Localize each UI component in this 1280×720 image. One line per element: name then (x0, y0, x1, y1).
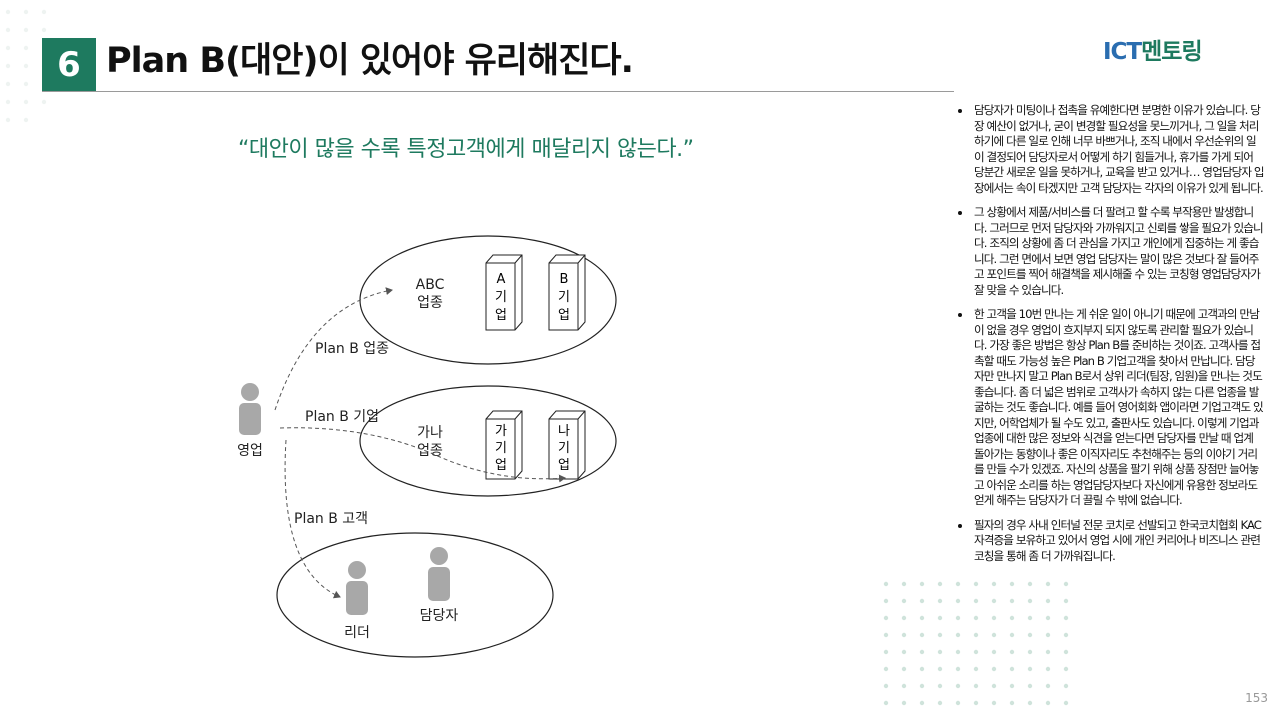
person-icon-manager (428, 547, 450, 601)
leader-label: 리더 (344, 625, 370, 641)
page-title: Plan B(대안)이 있어야 유리해진다. (106, 41, 634, 81)
box-ga-char3: 업 (495, 458, 507, 473)
manager-label: 담당자 (420, 608, 459, 624)
plan-b-diagram: ABC 업종 A 기 업 B 기 업 가나 업종 가 기 업 나 기 업 리더 (237, 235, 617, 658)
arrow-label-company: Plan B 기업 (305, 409, 379, 425)
person-icon-sales (239, 383, 261, 435)
industry-ellipse-ganada (359, 385, 617, 497)
bullet-item: 그 상황에서 제품/서비스를 더 팔려고 할 수록 부작용만 발생합니다. 그러… (972, 205, 1264, 298)
title-divider (42, 91, 954, 92)
arrow-label-industry: Plan B 업종 (315, 341, 389, 357)
box-ga-char2: 기 (495, 441, 507, 456)
sales-label: 영업 (237, 443, 263, 459)
person-icon-leader (346, 561, 368, 615)
company-box-b: B 기 업 (548, 254, 586, 331)
box-b-char3: 업 (558, 308, 570, 323)
logo-text-mentoring: 멘토링 (1141, 39, 1202, 65)
box-a-char2: 기 (495, 290, 507, 305)
box-na-char2: 기 (558, 441, 570, 456)
company-box-na: 나 기 업 (548, 410, 586, 480)
arrow-to-industry (274, 287, 393, 411)
explanation-column: 담당자가 미팅이나 접촉을 유예한다면 분명한 이유가 있습니다. 당장 예산이… (958, 103, 1265, 573)
ellipse2-label-line1: 가나 (417, 425, 443, 441)
page-number: 153 (1245, 691, 1268, 705)
box-ga-char1: 가 (495, 424, 507, 439)
ellipse2-label-line2: 업종 (417, 443, 443, 459)
arrow-label-customer: Plan B 고객 (294, 511, 368, 527)
box-na-char1: 나 (558, 424, 570, 439)
brand-logo: ICT멘토링 (1103, 32, 1203, 66)
company-box-ga: 가 기 업 (485, 410, 523, 480)
box-b-char2: 기 (558, 290, 570, 305)
section-number: 6 (42, 38, 96, 92)
customer-ellipse (276, 532, 554, 658)
company-box-a: A 기 업 (485, 254, 523, 331)
bullet-list: 담당자가 미팅이나 접촉을 유예한다면 분명한 이유가 있습니다. 당장 예산이… (958, 103, 1265, 565)
box-a-char3: 업 (495, 308, 507, 323)
bullet-item: 필자의 경우 사내 인터널 전문 코치로 선발되고 한국코치협회 KAC 자격증… (972, 518, 1264, 565)
dot-pattern-bottom-right (883, 581, 1069, 706)
quote-text: “대안이 많을 수록 특정고객에게 매달리지 않는다.” (238, 137, 694, 162)
box-a-char1: A (497, 272, 506, 287)
ellipse1-label-line1: ABC (416, 277, 445, 293)
box-b-char1: B (560, 272, 569, 287)
logo-text-ict: ICT (1103, 39, 1142, 65)
box-na-char3: 업 (558, 458, 570, 473)
bullet-item: 한 고객을 10번 만나는 게 쉬운 일이 아니기 때문에 고객과의 만남이 없… (972, 307, 1264, 509)
arrow-to-customer (284, 439, 341, 599)
arrow-to-company (279, 427, 566, 483)
ellipse1-label-line2: 업종 (417, 295, 443, 311)
bullet-item: 담당자가 미팅이나 접촉을 유예한다면 분명한 이유가 있습니다. 당장 예산이… (972, 103, 1265, 196)
